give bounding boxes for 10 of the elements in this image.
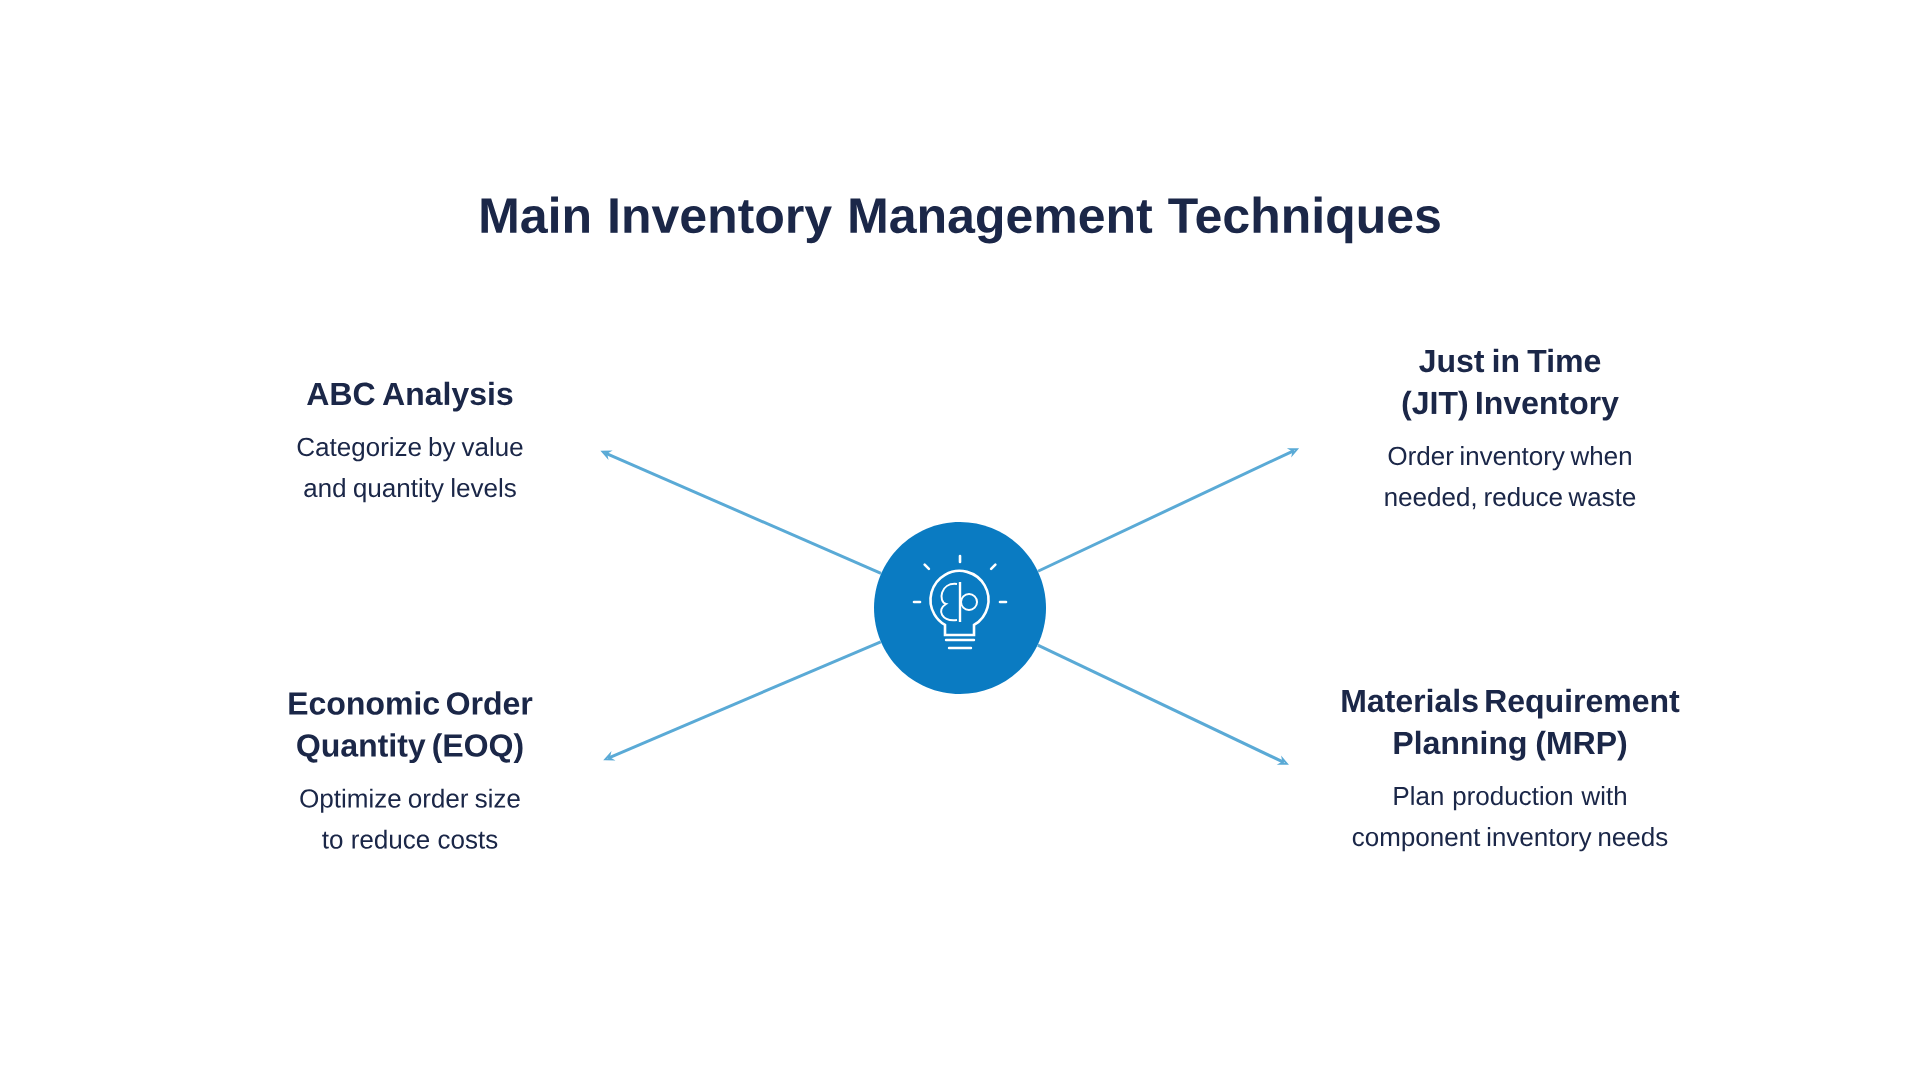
title: Main Inventory Management Techniques	[481, 196, 1440, 244]
technique-description: Order inventory when needed, reduce waste	[1385, 446, 1636, 510]
technique-heading: Materials Requirement Planning (MRP)	[1342, 688, 1680, 761]
technique-heading: Just in Time (JIT) Inventory	[1402, 348, 1619, 421]
technique-heading: ABC Analysis	[307, 381, 513, 412]
technique-description: Categorize by value and quantity levels	[297, 437, 523, 503]
technique-description: Optimize order size to reduce costs	[300, 788, 520, 849]
technique-description: Plan production with component inventory needs	[1352, 786, 1668, 852]
hub-circle	[874, 522, 1046, 694]
technique-heading: Economic Order Quantity (EOQ)	[289, 691, 533, 764]
